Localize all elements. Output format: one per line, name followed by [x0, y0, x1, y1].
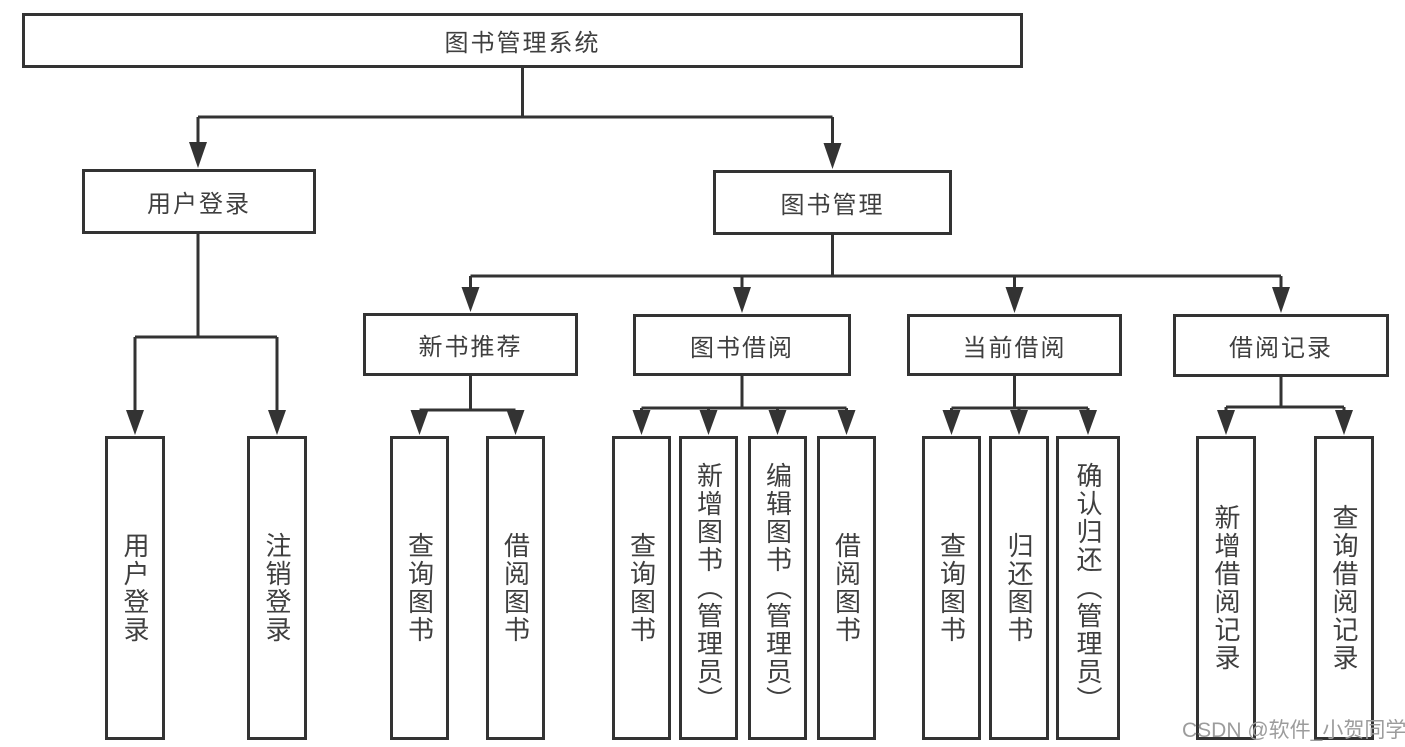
leaf-borrow-books-2-label: 借阅图书 — [831, 532, 862, 644]
leaf-query-books-1-label: 查询图书 — [404, 532, 435, 644]
leaf-borrow-books-1-label: 借阅图书 — [500, 532, 531, 644]
leaf-add-borrow-record: 新增借阅记录 — [1196, 436, 1256, 740]
node-borrowing-records-label: 借阅记录 — [1229, 335, 1333, 362]
leaf-add-books-admin: 新增图书（管理员） — [679, 436, 738, 740]
node-book-borrowing: 图书借阅 — [633, 314, 851, 376]
node-user-login: 用户登录 — [82, 169, 316, 234]
leaf-return-books: 归还图书 — [989, 436, 1049, 740]
leaf-query-books-1: 查询图书 — [390, 436, 449, 740]
leaf-user-login: 用户登录 — [105, 436, 165, 740]
leaf-query-borrow-record-label: 查询借阅记录 — [1329, 504, 1359, 672]
node-user-login-label: 用户登录 — [147, 191, 251, 218]
root-node-library-system: 图书管理系统 — [22, 13, 1023, 68]
leaf-add-books-admin-label: 新增图书（管理员） — [693, 462, 724, 714]
csdn-watermark: CSDN @软件_小贺同学 — [1182, 719, 1405, 742]
root-node-label: 图书管理系统 — [444, 30, 601, 57]
leaf-query-borrow-record: 查询借阅记录 — [1314, 436, 1374, 740]
leaf-user-login-label: 用户登录 — [120, 532, 150, 644]
leaf-confirm-return-admin-label: 确认归还（管理员） — [1073, 462, 1103, 714]
leaf-query-books-2-label: 查询图书 — [626, 532, 657, 644]
leaf-query-books-3: 查询图书 — [922, 436, 981, 740]
leaf-edit-books-admin-label: 编辑图书（管理员） — [762, 462, 793, 714]
leaf-confirm-return-admin: 确认归还（管理员） — [1056, 436, 1120, 740]
leaf-logout-label: 注销登录 — [262, 532, 292, 644]
node-new-book-recommendation: 新书推荐 — [363, 313, 578, 376]
node-new-book-recommendation-label: 新书推荐 — [418, 334, 523, 361]
leaf-edit-books-admin: 编辑图书（管理员） — [748, 436, 807, 740]
node-current-borrowing-label: 当前借阅 — [962, 334, 1067, 362]
leaf-return-books-label: 归还图书 — [1004, 532, 1034, 644]
node-borrowing-records: 借阅记录 — [1173, 314, 1389, 377]
leaf-query-books-2: 查询图书 — [612, 436, 671, 740]
node-current-borrowing: 当前借阅 — [907, 314, 1122, 376]
node-book-borrowing-label: 图书借阅 — [690, 334, 794, 362]
leaf-query-books-3-label: 查询图书 — [936, 532, 967, 644]
leaf-borrow-books-1: 借阅图书 — [486, 436, 545, 740]
node-book-management: 图书管理 — [713, 170, 952, 235]
leaf-logout: 注销登录 — [247, 436, 307, 740]
leaf-borrow-books-2: 借阅图书 — [817, 436, 876, 740]
node-book-management-label: 图书管理 — [780, 192, 885, 219]
leaf-add-borrow-record-label: 新增借阅记录 — [1211, 504, 1241, 672]
